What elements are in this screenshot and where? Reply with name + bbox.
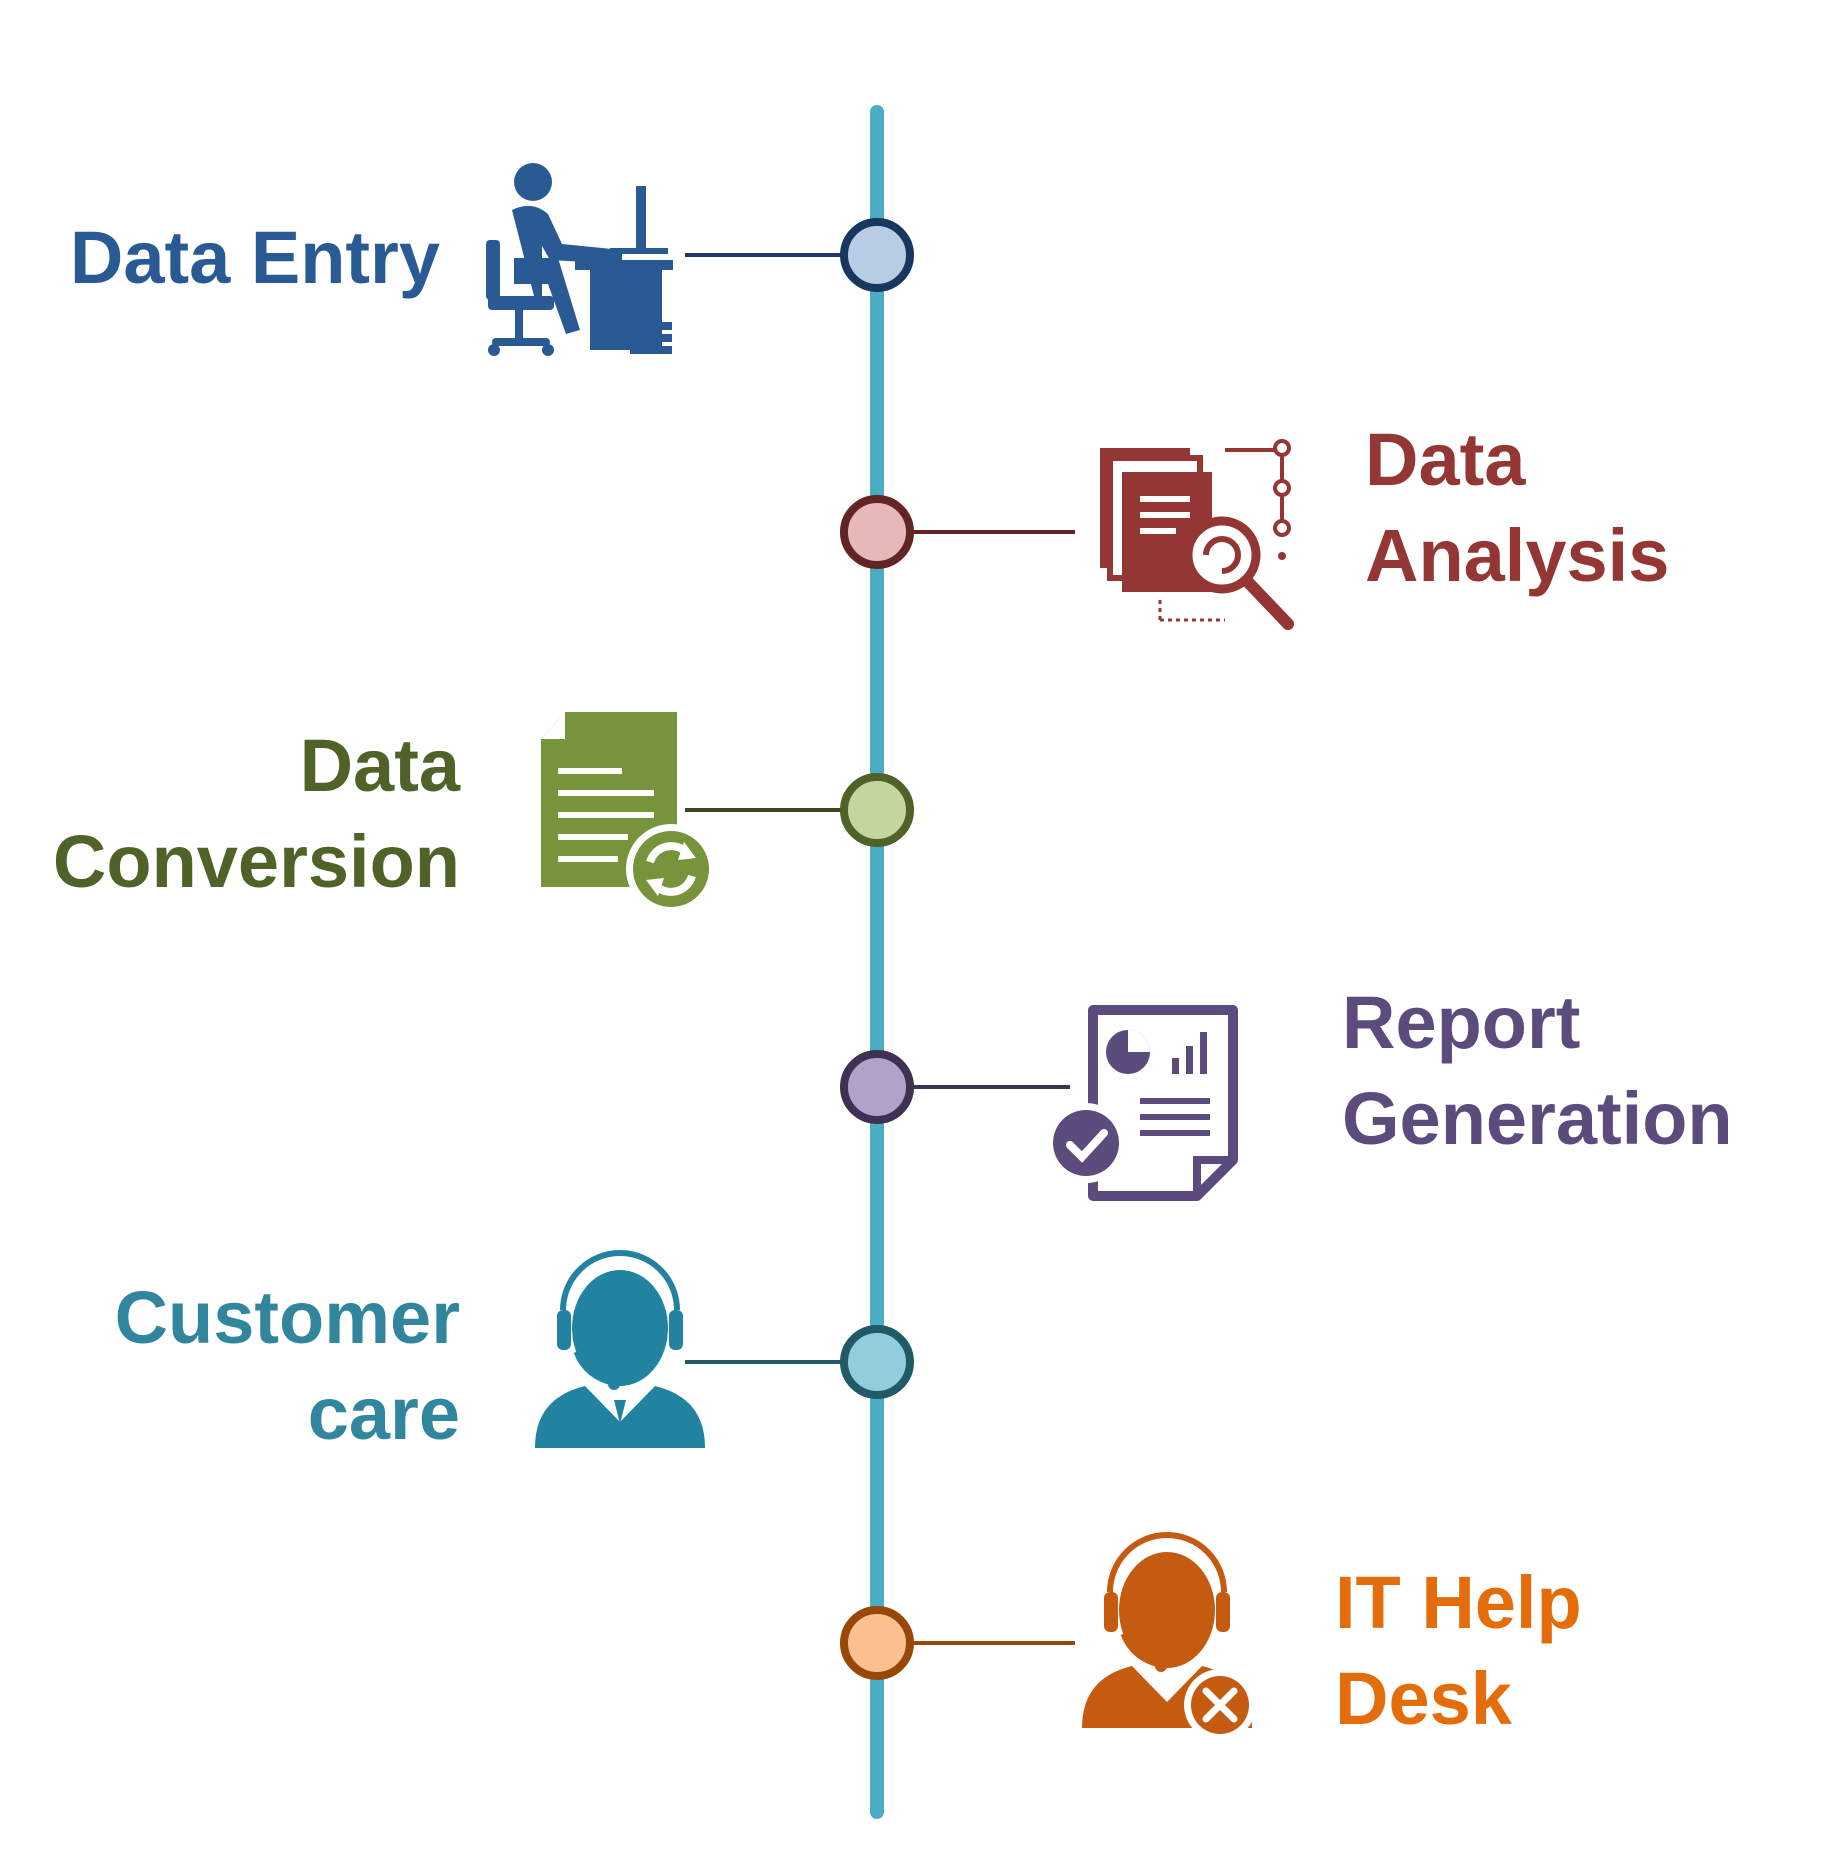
- label-data-analysis: Data Analysis: [1365, 412, 1825, 604]
- node-it-help-desk: [840, 1606, 914, 1680]
- label-data-analysis-line-1: Data: [1365, 418, 1526, 501]
- label-data-entry: Data Entry: [40, 210, 440, 306]
- desk-worker-icon: [486, 163, 673, 356]
- node-data-conversion: [840, 773, 914, 847]
- label-it-help-desk-line-1: IT Help: [1335, 1561, 1582, 1644]
- label-customer-care-line-1: Customer: [114, 1276, 460, 1359]
- label-it-help-desk-line-2: Desk: [1335, 1657, 1512, 1740]
- document-refresh-icon: [541, 712, 716, 914]
- label-report-generation-line-2: Generation: [1342, 1077, 1733, 1160]
- node-data-analysis: [840, 495, 914, 569]
- label-report-generation: Report Generation: [1342, 975, 1822, 1167]
- label-customer-care: Customer care: [40, 1270, 460, 1462]
- label-data-conversion-line-1: Data: [299, 724, 460, 807]
- label-data-analysis-line-2: Analysis: [1365, 514, 1670, 597]
- document-search-icon: [1100, 439, 1294, 630]
- report-check-icon: [1046, 1005, 1238, 1201]
- node-data-entry: [840, 218, 914, 292]
- support-agent-tools-icon: [1082, 1532, 1256, 1741]
- label-it-help-desk: IT Help Desk: [1335, 1555, 1755, 1747]
- label-data-entry-line-1: Data Entry: [69, 216, 440, 299]
- label-report-generation-line-1: Report: [1342, 981, 1581, 1064]
- label-customer-care-line-2: care: [307, 1372, 460, 1455]
- headset-agent-icon: [535, 1250, 705, 1448]
- node-report-generation: [840, 1050, 914, 1124]
- label-data-conversion: Data Conversion: [20, 718, 460, 910]
- label-data-conversion-line-2: Conversion: [52, 820, 460, 903]
- node-customer-care: [840, 1325, 914, 1399]
